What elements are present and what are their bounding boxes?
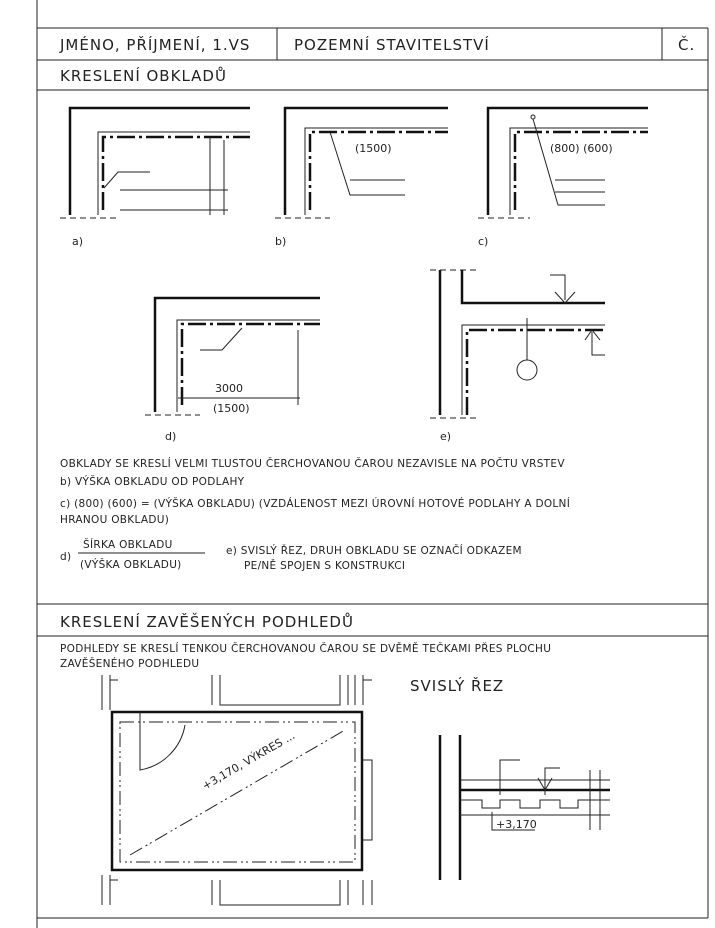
vertical-section-label: SVISLÝ ŘEZ <box>410 676 504 695</box>
note-d-numerator: ŠÍRKA OBKLADU <box>83 538 173 551</box>
author-name: JMÉNO, PŘÍJMENÍ, 1.VS <box>59 35 250 54</box>
figure-e-label: e) <box>440 430 451 443</box>
dimension-d-width: 3000 <box>215 382 243 395</box>
level-mark: +3,170 <box>496 818 537 831</box>
figure-b <box>275 106 448 219</box>
figure-c-label: c) <box>478 235 488 248</box>
ceiling-plan <box>101 675 373 906</box>
figure-e <box>430 269 605 419</box>
dimension-d-height: (1500) <box>213 402 250 415</box>
dimension-b: (1500) <box>355 142 392 155</box>
ceiling-note-line2: ZAVĚŠENÉHO PODHLEDU <box>60 657 199 670</box>
ceiling-note-line1: PODHLEDY SE KRESLÍ TENKOU ČERCHOVANOU ČA… <box>60 642 551 655</box>
note-e-line1: e) SVISLÝ ŘEZ, DRUH OBKLADU SE OZNAČÍ OD… <box>226 544 522 557</box>
figure-d <box>145 296 320 416</box>
note-c-line1: c) (800) (600) = (VÝŠKA OBKLADU) (VZDÁLE… <box>60 497 570 510</box>
ceiling-section <box>438 735 610 880</box>
figure-c <box>478 106 648 219</box>
section-title-cladding: KRESLENÍ OBKLADŮ <box>60 66 227 85</box>
dimension-c: (800) (600) <box>550 142 613 155</box>
figure-a-label: a) <box>72 235 83 248</box>
ceiling-plan-label: +3,170, VÝKRES ... <box>200 729 297 793</box>
figure-d-label: d) <box>165 430 176 443</box>
note-c-line2: HRANOU OBKLADU) <box>60 514 169 526</box>
figure-b-label: b) <box>275 235 286 248</box>
sheet-frame <box>36 0 709 928</box>
note-b: b) VÝŠKA OBKLADU OD PODLAHY <box>60 475 245 488</box>
note-d-prefix: d) <box>60 551 71 563</box>
figure-a <box>60 106 250 219</box>
section-title-ceilings: KRESLENÍ ZAVĚŠENÝCH PODHLEDŮ <box>60 612 354 631</box>
subject: POZEMNÍ STAVITELSTVÍ <box>294 35 490 54</box>
note-d-denominator: (VÝŠKA OBKLADU) <box>80 558 182 571</box>
note-general: OBKLADY SE KRESLÍ VELMI TLUSTOU ČERCHOVA… <box>60 457 565 470</box>
sheet-number: Č. <box>678 35 695 54</box>
note-e-line2: PE/NĚ SPOJEN S KONSTRUKCI <box>244 559 405 572</box>
